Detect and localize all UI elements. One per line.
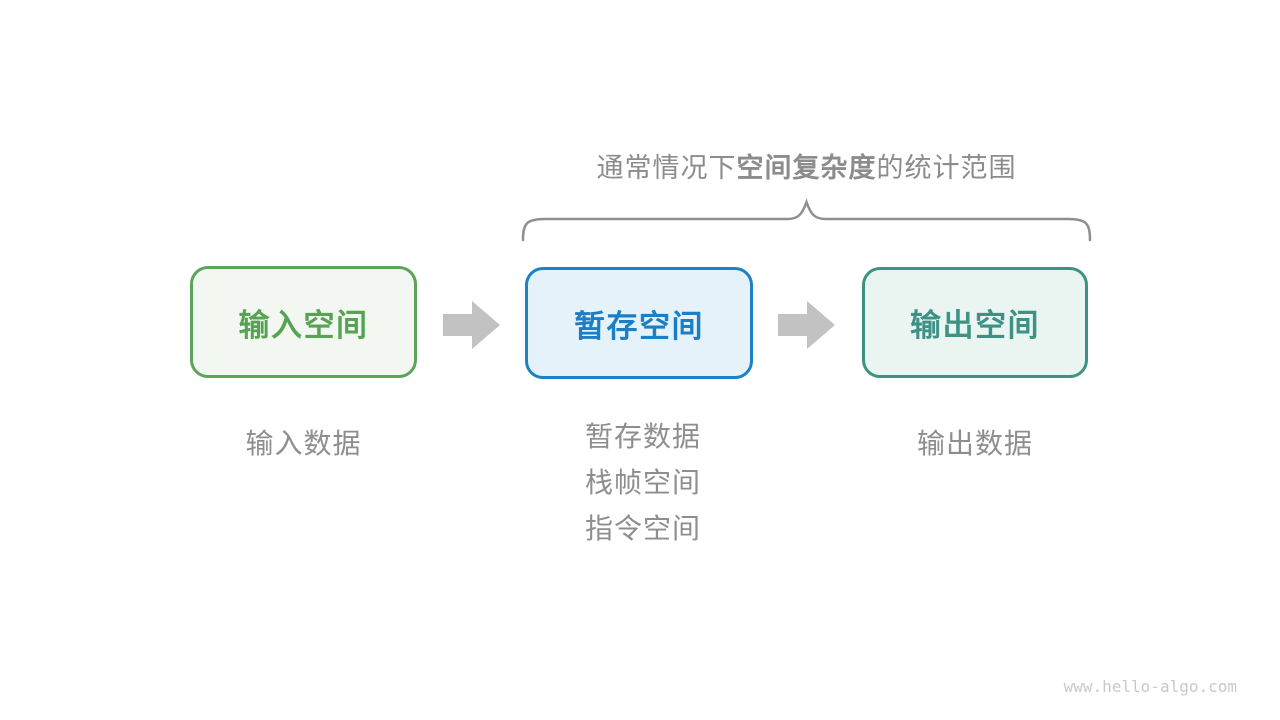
curly-brace <box>521 198 1092 242</box>
temp-data-caption: 暂存数据 <box>585 421 702 452</box>
curly-brace-path <box>521 198 1092 242</box>
scope-title-bold: 空间复杂度 <box>736 153 877 183</box>
output-space-label: 输出空间 <box>910 308 1040 343</box>
arrow-right-icon <box>778 301 835 349</box>
temp-space-label: 暂存空间 <box>574 308 704 344</box>
instruction-space-caption: 指令空间 <box>585 513 702 544</box>
temp-captions-list: 暂存数据 栈帧空间 指令空间 <box>585 414 701 552</box>
arrow-right-shape <box>443 301 500 349</box>
scope-title-suffix: 的统计范围 <box>876 153 1017 183</box>
site-watermark: www.hello-algo.com <box>1063 677 1237 696</box>
stack-frame-caption: 栈帧空间 <box>585 467 702 498</box>
output-data-caption: 输出数据 <box>916 428 1033 459</box>
arrow-right-icon <box>443 301 500 349</box>
arrow-right-shape <box>778 301 835 349</box>
input-space-label: 输入空间 <box>238 307 369 343</box>
input-space-box: 输入空间 <box>190 266 417 378</box>
scope-title: 通常情况下空间复杂度的统计范围 <box>515 146 1098 185</box>
output-space-box: 输出空间 <box>862 267 1088 378</box>
input-data-caption: 输入数据 <box>245 428 362 459</box>
scope-title-prefix: 通常情况下 <box>596 153 737 183</box>
temp-space-box: 暂存空间 <box>525 267 753 379</box>
